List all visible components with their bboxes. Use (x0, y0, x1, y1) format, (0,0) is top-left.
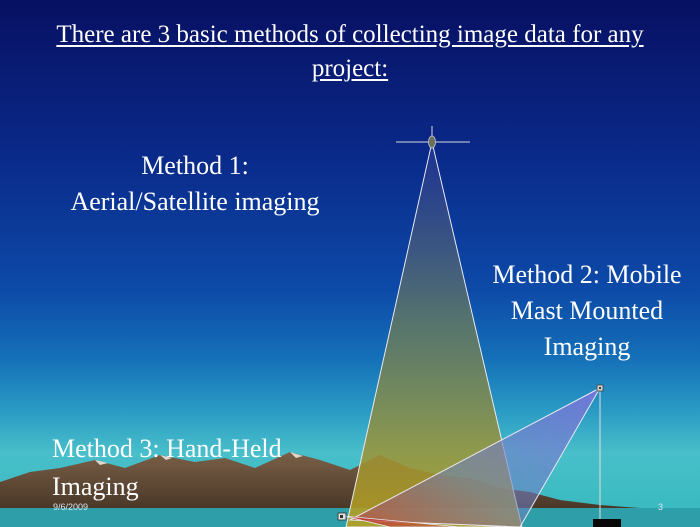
method-2-description-line2: Imaging (543, 332, 631, 361)
aerial-imaging-cone (345, 141, 523, 527)
method-2-heading: Method 2: Mobile (492, 260, 682, 289)
method-2-label: Method 2: Mobile Mast Mounted Imaging (462, 257, 700, 365)
camera-icon (596, 384, 604, 392)
method-3-heading: Method 3: Hand-Held (52, 434, 282, 463)
footer-date: 9/6/2009 (53, 502, 89, 512)
slide-title: There are 3 basic methods of collecting … (56, 21, 644, 82)
camera-icon (337, 512, 347, 521)
satellite-icon (396, 126, 470, 149)
method-3-label: Method 3: Hand-Held Imaging (52, 430, 282, 506)
mast-base (593, 519, 621, 527)
method-2-description-line1: Mast Mounted (510, 296, 664, 325)
method-1-description: Aerial/Satellite imaging (70, 187, 320, 216)
slide-number: 3 (658, 502, 664, 512)
handheld-imaging-cone (343, 515, 461, 527)
method-1-label: Method 1: Aerial/Satellite imaging (30, 148, 360, 220)
method-3-description: Imaging (52, 472, 139, 501)
mast-imaging-cone (348, 386, 602, 527)
method-1-heading: Method 1: (141, 151, 249, 180)
